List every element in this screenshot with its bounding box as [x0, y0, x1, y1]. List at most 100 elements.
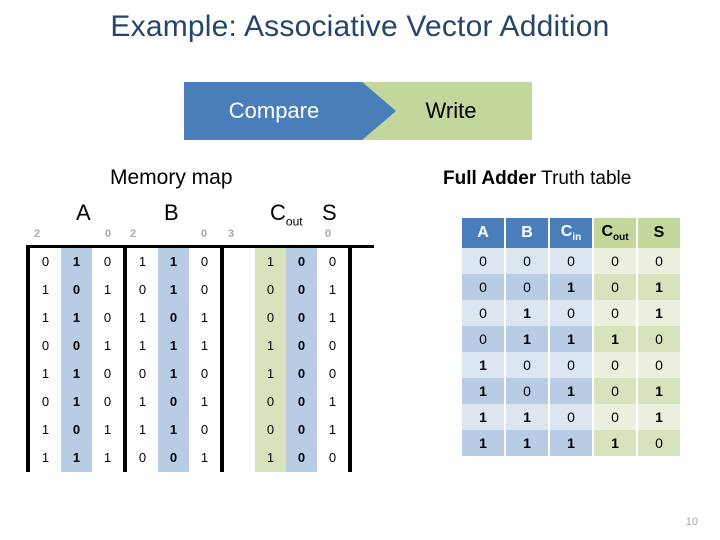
memory-cell-c3	[220, 360, 255, 388]
memory-cell-c2: 0	[255, 388, 286, 416]
memory-map-label-cout-base: C	[270, 200, 286, 225]
memory-cell-c1: 0	[286, 332, 317, 360]
truth-table-cell: 1	[550, 378, 592, 404]
memory-cell-c2: 1	[255, 332, 286, 360]
memory-cell-c1: 0	[286, 444, 317, 472]
memory-cell-b2: 1	[123, 416, 158, 444]
memory-cell-c3	[220, 276, 255, 304]
truth-table-cell: 0	[594, 378, 636, 404]
memory-cell-c0: 0	[317, 332, 352, 360]
memory-cell-b2: 1	[123, 332, 158, 360]
truth-table-cell: 0	[638, 352, 680, 378]
truth-table-cell: 0	[550, 352, 592, 378]
memory-cell-b1: 0	[158, 444, 189, 472]
memory-cell-a0: 0	[103, 394, 112, 409]
memory-cell-a2: 1	[26, 416, 61, 444]
memory-cell-c0: 1	[317, 416, 352, 444]
memory-map-label-cout: Cout	[270, 200, 303, 228]
truth-table-cell: 1	[462, 352, 504, 378]
memory-cell-c0: 0	[317, 248, 352, 276]
memory-cell-c3	[220, 332, 255, 360]
memory-cell-c2: 1	[255, 248, 286, 276]
truth-table-header-cin: Cin	[550, 218, 592, 248]
memory-cell-b1: 1	[158, 360, 189, 388]
truth-table-header-a: A	[462, 218, 504, 248]
truth-table-cell: 0	[462, 300, 504, 326]
truth-table-cell: 1	[462, 378, 504, 404]
memory-cell-c3	[220, 248, 255, 276]
bit-index-b-high: 2	[130, 228, 137, 240]
truth-table-header-cout: Cout	[594, 218, 636, 248]
truth-table-cell: 0	[594, 248, 636, 274]
truth-table-cell: 0	[638, 248, 680, 274]
truth-table-cell: 0	[506, 274, 548, 300]
truth-table-cell: 0	[462, 248, 504, 274]
memory-cell-a1: 1	[61, 444, 92, 472]
memory-cell-b1: 0	[158, 304, 189, 332]
truth-table-cell: 1	[506, 326, 548, 352]
truth-table-cell: 0	[462, 274, 504, 300]
bit-index-c-high: 3	[228, 228, 235, 240]
memory-cell-c3	[220, 444, 255, 472]
truth-table-cell: 1	[550, 326, 592, 352]
memory-map-heading: Memory map	[110, 166, 233, 189]
memory-cell-c2: 0	[255, 276, 286, 304]
memory-cell-c1: 0	[286, 388, 317, 416]
memory-cell-b0: 1	[200, 394, 209, 409]
memory-cell-a2: 1	[26, 304, 61, 332]
truth-table-header-subscript: out	[613, 232, 629, 244]
memory-cell-a2: 1	[26, 444, 61, 472]
truth-table-header-s: S	[638, 218, 680, 248]
truth-table-cell: 1	[506, 430, 548, 456]
memory-cell-b1: 1	[158, 416, 189, 444]
memory-cell-a2: 0	[26, 332, 61, 360]
truth-table-header-subscript: in	[572, 232, 582, 244]
memory-map-label-s: S	[322, 200, 337, 225]
truth-table-cell: 1	[506, 404, 548, 430]
banner-compare-block	[184, 82, 396, 140]
truth-table-cell: 1	[594, 430, 636, 456]
page-title: Example: Associative Vector Addition	[110, 10, 610, 43]
memory-cell-a1: 0	[61, 416, 92, 444]
memory-cell-c3	[220, 388, 255, 416]
memory-cell-a1: 0	[61, 276, 92, 304]
memory-cell-a2: 0	[26, 388, 61, 416]
truth-table-cell: 1	[638, 404, 680, 430]
memory-cell-a0: 1	[103, 450, 112, 465]
truth-table-cell: 0	[594, 404, 636, 430]
memory-cell-a1: 0	[61, 332, 92, 360]
memory-cell-b0: 1	[200, 310, 209, 325]
truth-table-cell: 1	[462, 404, 504, 430]
memory-cell-b1: 1	[158, 248, 189, 276]
memory-cell-c1: 0	[286, 360, 317, 388]
memory-cell-b2: 1	[123, 388, 158, 416]
truth-table-cell: 0	[550, 404, 592, 430]
bit-index-a-high: 2	[34, 228, 41, 240]
truth-table-heading-rest: Truth table	[536, 168, 632, 189]
memory-cell-b0: 1	[200, 338, 209, 353]
memory-cell-a1: 1	[61, 388, 92, 416]
memory-cell-c2: 0	[255, 304, 286, 332]
memory-cell-a2: 1	[26, 276, 61, 304]
banner-write-label: Write	[425, 98, 477, 123]
truth-table-cell: 0	[550, 300, 592, 326]
memory-cell-b0: 0	[200, 422, 209, 437]
truth-table-cell: 0	[506, 378, 548, 404]
memory-cell-c1: 0	[286, 416, 317, 444]
memory-cell-a2: 0	[26, 248, 61, 276]
truth-table-cell: 0	[594, 352, 636, 378]
memory-cell-b2: 1	[123, 304, 158, 332]
memory-cell-c0: 0	[317, 360, 352, 388]
